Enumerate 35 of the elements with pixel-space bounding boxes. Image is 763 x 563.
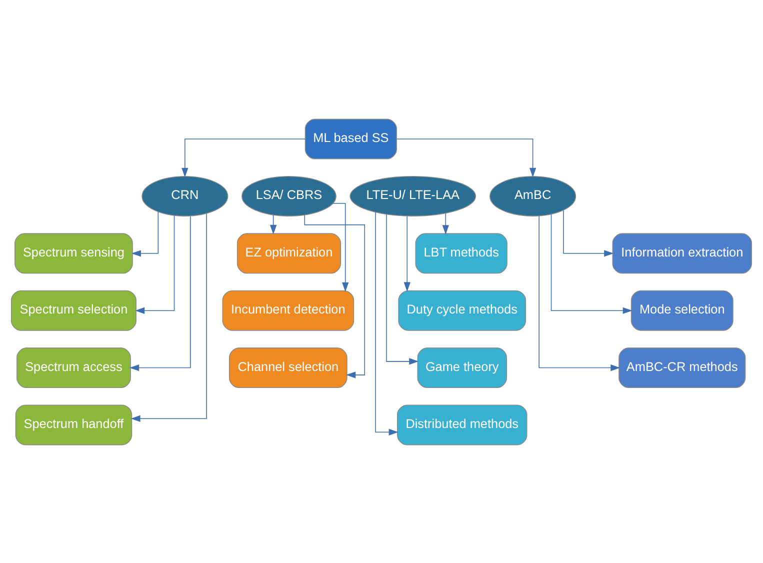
node-box: LBT methods (415, 232, 508, 274)
arrow (375, 212, 398, 435)
node-ellipse: LTE-U/ LTE-LAA (350, 175, 476, 216)
node-box: Spectrum selection (10, 290, 136, 330)
arrow (442, 212, 449, 234)
arrow (563, 209, 614, 256)
arrow (270, 214, 277, 234)
arrow (332, 202, 349, 292)
node-ellipse: LSA/ CBRS (242, 175, 336, 216)
arrow (396, 138, 536, 177)
arrow (386, 214, 419, 364)
arrow (404, 215, 410, 292)
node-ellipse: CRN (142, 175, 228, 216)
node-box: Spectrum handoff (15, 404, 132, 445)
arrow (538, 215, 620, 371)
arrow (130, 215, 191, 371)
node-box: Duty cycle methods (398, 290, 526, 330)
node-box: Incumbent detection (222, 290, 354, 330)
node-box: Spectrum access (16, 347, 131, 388)
arrow (182, 138, 306, 177)
node-box: ML based SS (304, 118, 397, 159)
node-box: Distributed methods (396, 404, 528, 445)
arrow (135, 214, 175, 314)
node-box: Information extraction (612, 232, 752, 274)
arrow (130, 212, 207, 422)
node-box: Mode selection (630, 290, 734, 330)
node-box: EZ optimization (236, 232, 341, 274)
arrow (131, 210, 159, 256)
arrow (304, 214, 366, 378)
node-ellipse: AmBC (490, 175, 576, 216)
node-box: Game theory (417, 347, 507, 388)
node-box: Channel selection (229, 347, 348, 388)
node-box: Spectrum sensing (14, 232, 133, 274)
arrow (550, 213, 632, 314)
node-box: AmBC-CR methods (618, 347, 746, 388)
